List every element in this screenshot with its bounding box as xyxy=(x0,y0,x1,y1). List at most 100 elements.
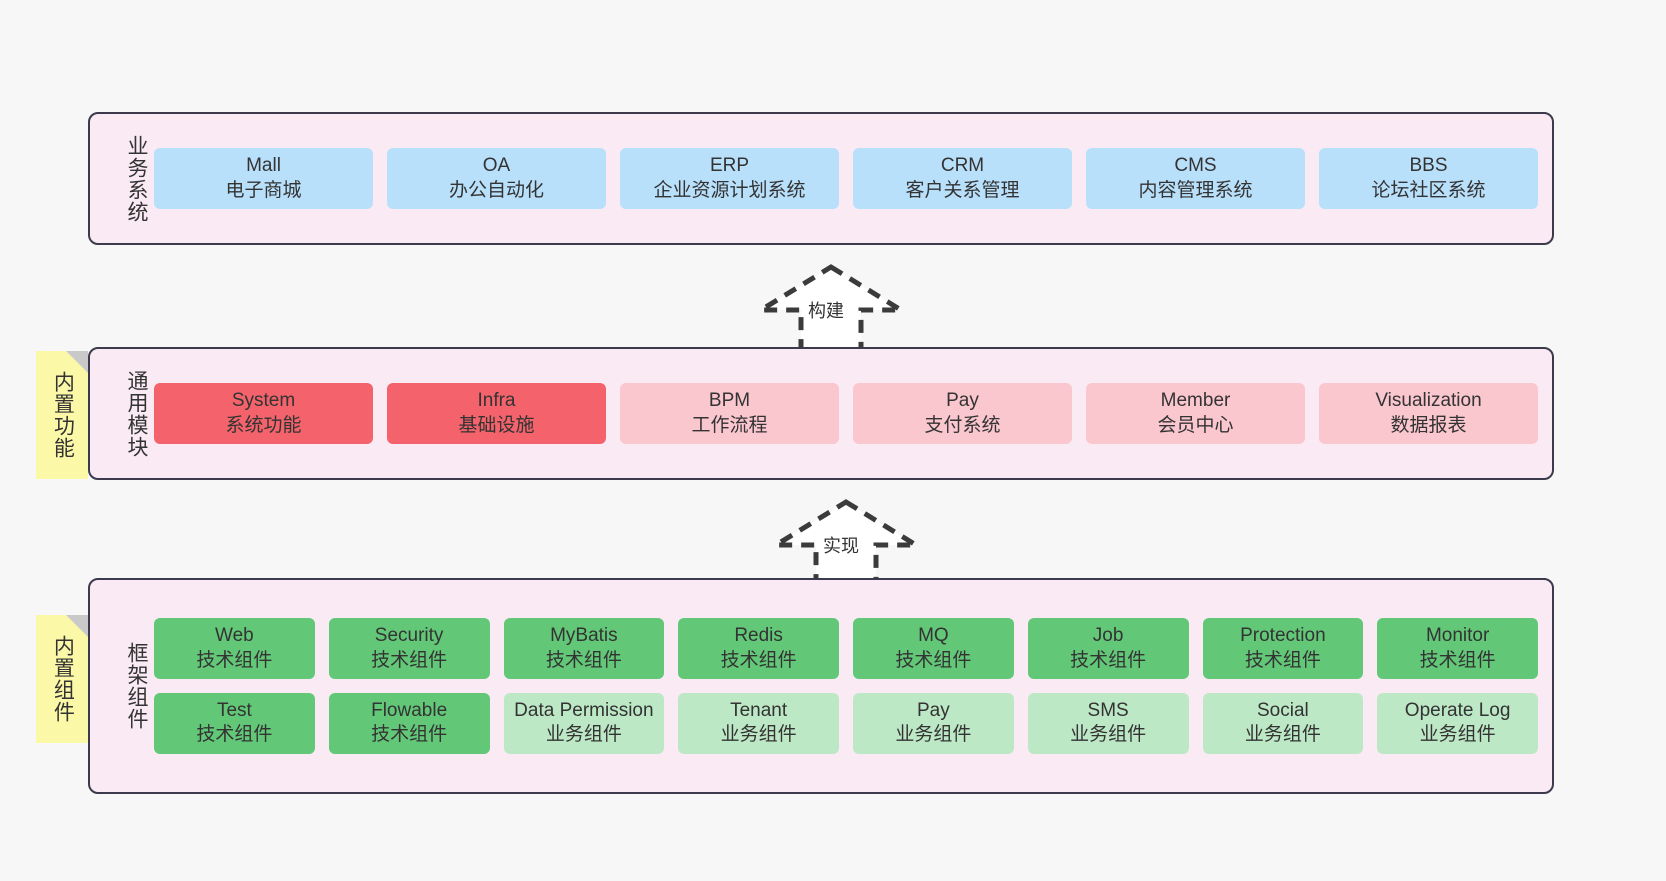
card-name: MyBatis xyxy=(550,625,618,647)
module-card-infra[interactable]: Infra 基础设施 xyxy=(387,383,606,444)
framework-card-monitor[interactable]: Monitor 技术组件 xyxy=(1377,618,1538,679)
framework-card-security[interactable]: Security 技术组件 xyxy=(328,618,490,679)
generalization-arrow-icon xyxy=(752,264,910,353)
card-name: ERP xyxy=(709,155,750,177)
business-card-erp[interactable]: ERP 企业资源计划系统 xyxy=(620,148,839,209)
layer-framework-component-title: 框架组件 xyxy=(125,642,148,730)
framework-card-web[interactable]: Web 技术组件 xyxy=(154,618,315,679)
framework-card-operate-log[interactable]: Operate Log 业务组件 xyxy=(1377,693,1538,754)
card-desc: 客户关系管理 xyxy=(905,179,1020,201)
connector-build: 构建 xyxy=(752,262,910,353)
layer-common-module-title: 通用模块 xyxy=(125,369,148,458)
folded-corner-icon xyxy=(66,351,88,373)
card-name: BPM xyxy=(708,390,751,412)
module-card-visualization[interactable]: Visualization 数据报表 xyxy=(1319,383,1538,444)
framework-card-test[interactable]: Test 技术组件 xyxy=(154,693,315,754)
card-name: CMS xyxy=(1174,155,1217,177)
card-desc: 电子商城 xyxy=(225,179,302,201)
business-card-crm[interactable]: CRM 客户关系管理 xyxy=(853,148,1072,209)
connector-implement-label: 实现 xyxy=(823,536,859,556)
card-desc: 工作流程 xyxy=(691,414,768,436)
card-desc: 技术组件 xyxy=(371,649,448,671)
business-card-mall[interactable]: Mall 电子商城 xyxy=(154,148,373,209)
card-desc: 业务组件 xyxy=(1244,724,1321,746)
framework-card-sms[interactable]: SMS 业务组件 xyxy=(1027,693,1189,754)
layer-framework-component: 框架组件 Web 技术组件 Security 技术组件 MyBatis 技术组件… xyxy=(88,578,1554,794)
card-name: Visualization xyxy=(1375,390,1482,412)
card-desc: 技术组件 xyxy=(1244,649,1321,671)
framework-card-redis[interactable]: Redis 技术组件 xyxy=(678,618,839,679)
card-name: MQ xyxy=(918,625,949,647)
framework-card-mq[interactable]: MQ 技术组件 xyxy=(853,618,1014,679)
module-card-bpm[interactable]: BPM 工作流程 xyxy=(620,383,839,444)
card-name: Job xyxy=(1092,625,1124,647)
card-desc: 技术组件 xyxy=(895,649,972,671)
tab-builtin-function-label: 内置功能 xyxy=(51,371,75,459)
card-name: Monitor xyxy=(1425,625,1490,647)
card-desc: 业务组件 xyxy=(895,724,972,746)
card-desc: 业务组件 xyxy=(545,724,622,746)
card-desc: 技术组件 xyxy=(720,649,797,671)
business-card-oa[interactable]: OA 办公自动化 xyxy=(387,148,606,209)
tab-builtin-function: 内置功能 xyxy=(36,351,88,479)
framework-card-job[interactable]: Job 技术组件 xyxy=(1027,618,1189,679)
card-desc: 技术组件 xyxy=(196,649,273,671)
card-name: Redis xyxy=(734,625,783,647)
card-desc: 系统功能 xyxy=(225,414,302,436)
business-card-row: Mall 电子商城 OA 办公自动化 ERP 企业资源计划系统 CRM 客户关系… xyxy=(154,148,1538,209)
card-name: OA xyxy=(482,155,511,177)
card-name: Mall xyxy=(246,155,281,177)
card-name: Infra xyxy=(477,390,516,412)
card-desc: 数据报表 xyxy=(1390,414,1467,436)
framework-business-row: Test 技术组件 Flowable 技术组件 Data Permission … xyxy=(154,693,1538,754)
card-desc: 办公自动化 xyxy=(448,179,544,201)
card-desc: 企业资源计划系统 xyxy=(653,179,806,201)
module-card-member[interactable]: Member 会员中心 xyxy=(1086,383,1305,444)
framework-card-data-permission[interactable]: Data Permission 业务组件 xyxy=(503,693,665,754)
card-name: Security xyxy=(374,625,444,647)
layer-business-system: 业务系统 Mall 电子商城 OA 办公自动化 ERP 企业资源计划系统 CRM xyxy=(88,112,1554,245)
framework-card-pay[interactable]: Pay 业务组件 xyxy=(853,693,1014,754)
business-card-cms[interactable]: CMS 内容管理系统 xyxy=(1086,148,1305,209)
card-desc: 基础设施 xyxy=(458,414,535,436)
card-desc: 技术组件 xyxy=(1070,649,1147,671)
tab-builtin-component-label: 内置组件 xyxy=(51,635,75,723)
card-name: Web xyxy=(215,625,254,647)
framework-card-protection[interactable]: Protection 技术组件 xyxy=(1202,618,1364,679)
card-name: Test xyxy=(216,700,252,721)
framework-card-tenant[interactable]: Tenant 业务组件 xyxy=(678,693,839,754)
card-name: SMS xyxy=(1087,700,1129,721)
card-desc: 业务组件 xyxy=(1070,724,1147,746)
card-desc: 技术组件 xyxy=(196,724,273,746)
card-name: Tenant xyxy=(730,700,788,721)
connector-implement: 实现 xyxy=(767,497,925,588)
generalization-arrow-icon xyxy=(767,499,925,588)
folded-corner-icon xyxy=(66,615,88,637)
layer-business-system-title: 业务系统 xyxy=(125,134,148,223)
module-card-system[interactable]: System 系统功能 xyxy=(154,383,373,444)
connector-build-label: 构建 xyxy=(808,301,844,321)
card-name: Pay xyxy=(917,700,950,721)
framework-card-flowable[interactable]: Flowable 技术组件 xyxy=(328,693,490,754)
layer-common-module-body: System 系统功能 Infra 基础设施 BPM 工作流程 Pay 支付系统… xyxy=(148,383,1552,444)
framework-card-social[interactable]: Social 业务组件 xyxy=(1202,693,1364,754)
card-name: Member xyxy=(1160,390,1231,412)
card-name: Operate Log xyxy=(1404,700,1511,721)
card-name: Flowable xyxy=(371,700,448,721)
layer-common-module: 通用模块 System 系统功能 Infra 基础设施 BPM 工作流程 Pay xyxy=(88,347,1554,480)
module-card-pay[interactable]: Pay 支付系统 xyxy=(853,383,1072,444)
layer-business-system-body: Mall 电子商城 OA 办公自动化 ERP 企业资源计划系统 CRM 客户关系… xyxy=(148,148,1552,209)
card-desc: 技术组件 xyxy=(1419,649,1496,671)
card-desc: 内容管理系统 xyxy=(1138,179,1253,201)
card-name: System xyxy=(231,390,296,412)
business-card-bbs[interactable]: BBS 论坛社区系统 xyxy=(1319,148,1538,209)
card-name: Social xyxy=(1257,700,1309,721)
card-name: Protection xyxy=(1240,625,1326,647)
card-desc: 论坛社区系统 xyxy=(1371,179,1486,201)
framework-tech-row: Web 技术组件 Security 技术组件 MyBatis 技术组件 Redi… xyxy=(154,618,1538,679)
card-desc: 技术组件 xyxy=(545,649,622,671)
framework-card-mybatis[interactable]: MyBatis 技术组件 xyxy=(503,618,665,679)
card-name: Pay xyxy=(946,390,979,412)
card-name: Data Permission xyxy=(514,700,654,721)
